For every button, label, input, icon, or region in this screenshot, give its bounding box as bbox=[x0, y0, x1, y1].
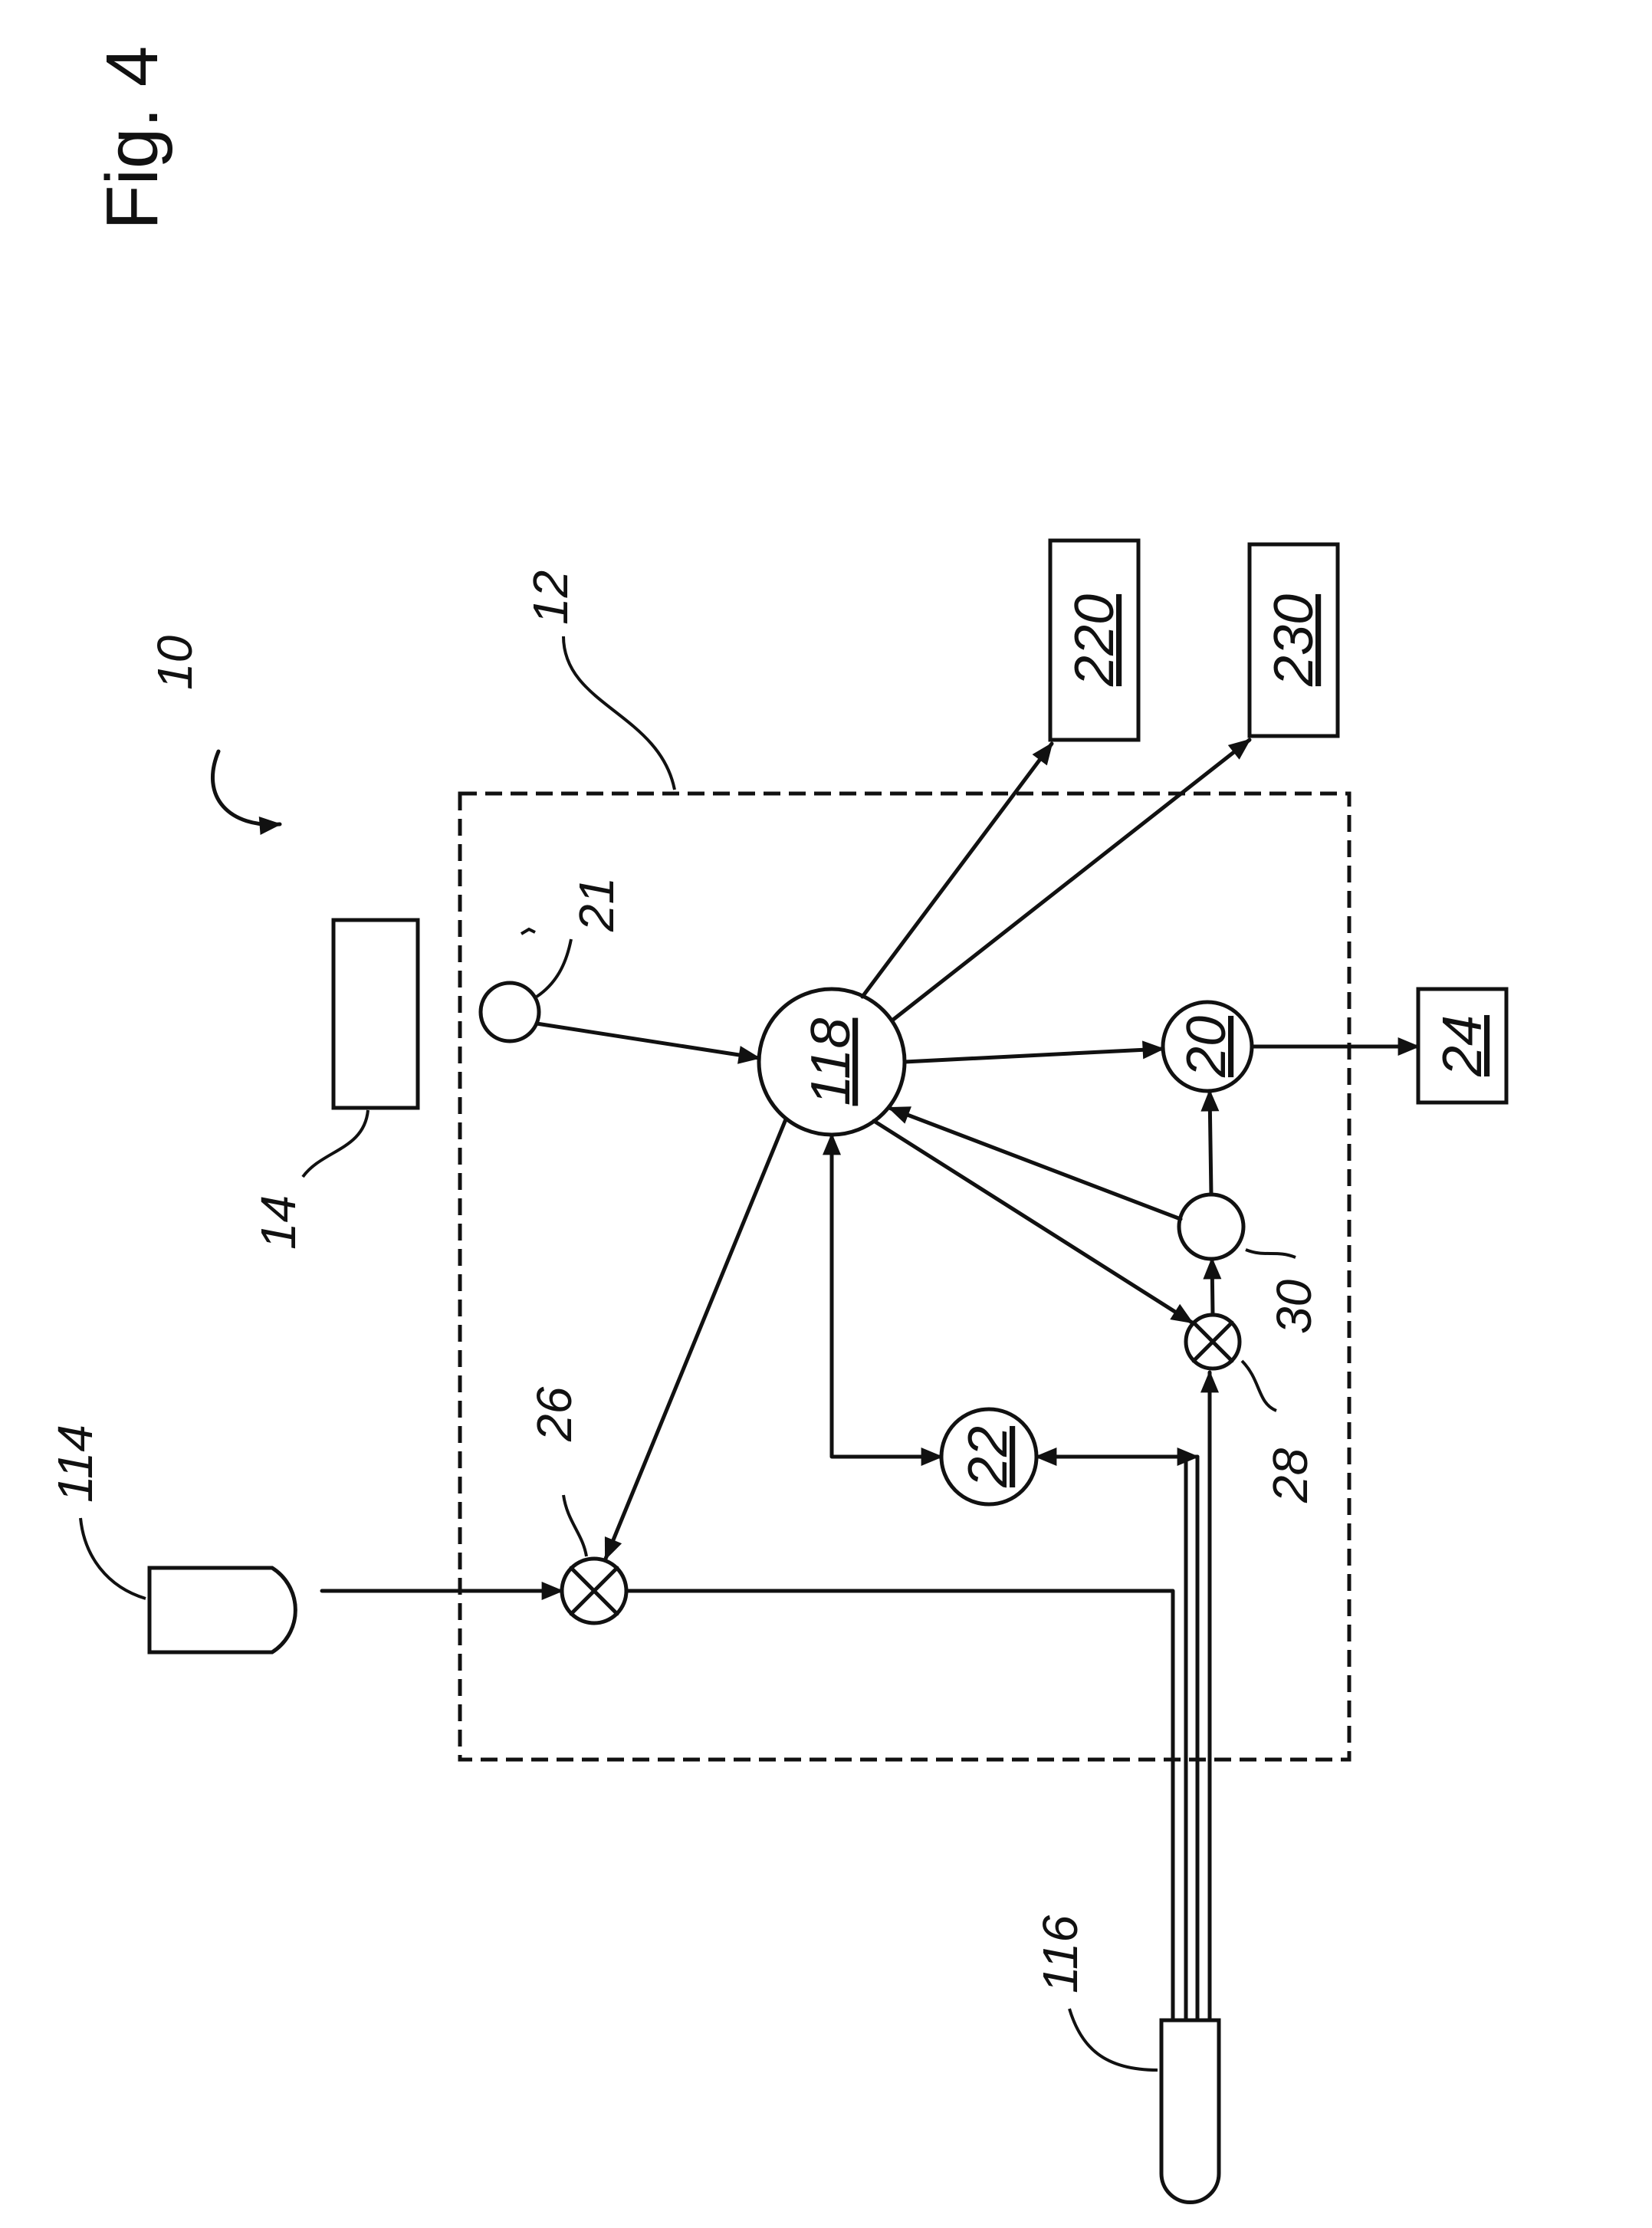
label-14: 14 bbox=[251, 1195, 306, 1250]
valve-28-group: 28 bbox=[1186, 1315, 1318, 1503]
unit-14-group: 14 bbox=[251, 920, 418, 1250]
sensor-21-group: 21 bbox=[481, 877, 624, 1041]
controller-118-label: 118 bbox=[800, 1018, 862, 1106]
label-12-group: 12 bbox=[523, 570, 675, 790]
unit-14-box bbox=[333, 920, 418, 1108]
figure-title: Fig. 4 bbox=[91, 46, 173, 230]
node-24-label: 24 bbox=[1432, 1015, 1493, 1077]
label-26: 26 bbox=[527, 1386, 582, 1442]
node-24: 24 bbox=[1418, 989, 1506, 1102]
sensor-21-circle bbox=[481, 983, 539, 1041]
leader-28 bbox=[1242, 1361, 1276, 1411]
label-10: 10 bbox=[147, 635, 202, 690]
node-220: 220 bbox=[1050, 541, 1138, 740]
label-30: 30 bbox=[1266, 1279, 1322, 1334]
node-20: 20 bbox=[1163, 1002, 1252, 1091]
leader-10 bbox=[212, 751, 280, 824]
line-118-to-22 bbox=[832, 1135, 941, 1457]
line-21-to-118 bbox=[537, 1024, 759, 1058]
label-28: 28 bbox=[1263, 1448, 1318, 1503]
sensor-30-group: 30 bbox=[1179, 1195, 1322, 1334]
leader-114 bbox=[80, 1518, 146, 1599]
sensor-30-circle bbox=[1179, 1195, 1243, 1259]
leader-30 bbox=[1246, 1250, 1296, 1257]
leader-14 bbox=[303, 1110, 368, 1177]
node-22-label: 22 bbox=[957, 1426, 1019, 1488]
line-118-to-230 bbox=[893, 740, 1250, 1020]
mark-21 bbox=[521, 929, 535, 934]
leader-21 bbox=[537, 939, 571, 997]
leader-12 bbox=[563, 636, 675, 790]
label-21: 21 bbox=[569, 877, 624, 932]
line-26-to-probe bbox=[626, 1591, 1173, 2020]
node-22: 22 bbox=[941, 1409, 1036, 1504]
label-10-group: 10 bbox=[147, 635, 280, 824]
leader-26 bbox=[563, 1495, 586, 1556]
tank-114-shape bbox=[149, 1568, 295, 1652]
controller-118: 118 bbox=[759, 989, 905, 1135]
line-30-to-20 bbox=[1210, 1091, 1211, 1195]
line-118-to-26 bbox=[606, 1119, 786, 1559]
probe-116-shape bbox=[1161, 2020, 1219, 2203]
valve-26-group: 26 bbox=[527, 1386, 626, 1623]
line-118-to-28 bbox=[874, 1121, 1192, 1323]
leader-116 bbox=[1069, 2009, 1158, 2070]
figure-title-text: Fig. 4 bbox=[91, 46, 173, 230]
line-30-to-118 bbox=[889, 1108, 1181, 1219]
probe-116-group: 116 bbox=[1033, 1915, 1219, 2203]
node-220-label: 220 bbox=[1064, 594, 1125, 687]
tank-114-group: 114 bbox=[48, 1425, 295, 1652]
label-12: 12 bbox=[523, 570, 578, 625]
node-230-label: 230 bbox=[1263, 594, 1325, 687]
label-114: 114 bbox=[48, 1425, 103, 1503]
line-118-to-220 bbox=[862, 744, 1052, 997]
line-28-to-30 bbox=[1212, 1259, 1213, 1315]
node-20-label: 20 bbox=[1176, 1016, 1237, 1078]
label-116: 116 bbox=[1033, 1915, 1088, 1993]
line-118-to-20 bbox=[905, 1049, 1163, 1062]
node-230: 230 bbox=[1250, 544, 1338, 736]
